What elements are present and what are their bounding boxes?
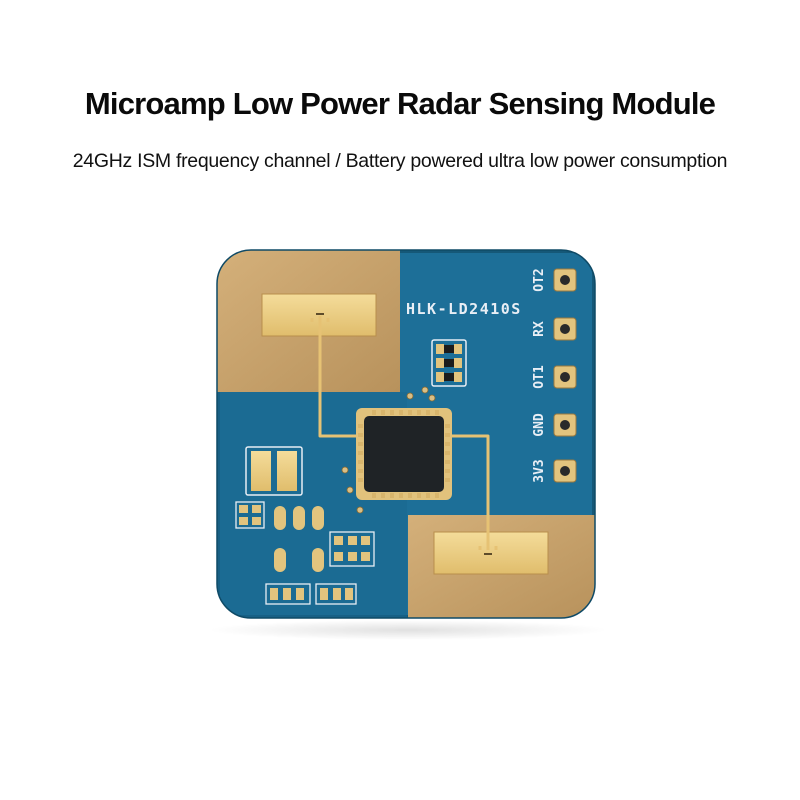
model-label: HLK-LD2410S [406,300,522,318]
page-title: Microamp Low Power Radar Sensing Module [84,86,716,121]
pin-pad [553,365,577,389]
rx-antenna-patch [433,531,549,575]
smd-capacitors-top [431,339,467,387]
radar-chip [356,408,452,500]
pin-pad [553,317,577,341]
feed-slots [316,313,492,555]
pin-label-3v3: 3V3 [532,459,547,482]
board-shadow [208,620,608,640]
page-subtitle: 24GHz ISM frequency channel / Battery po… [72,150,728,172]
antenna-feed-traces [310,316,498,550]
pin-pad [553,413,577,437]
pin-pad [553,268,577,292]
pin-header: OT2 RX OT1 GND 3V3 [532,268,577,483]
pin-label-ot2: OT2 [532,268,547,291]
pin-label-gnd: GND [532,413,547,437]
pin-pad [553,459,577,483]
pin-label-rx: RX [532,321,547,337]
vias [341,386,436,514]
power-components [235,446,375,605]
pin-label-ot1: OT1 [532,365,547,389]
